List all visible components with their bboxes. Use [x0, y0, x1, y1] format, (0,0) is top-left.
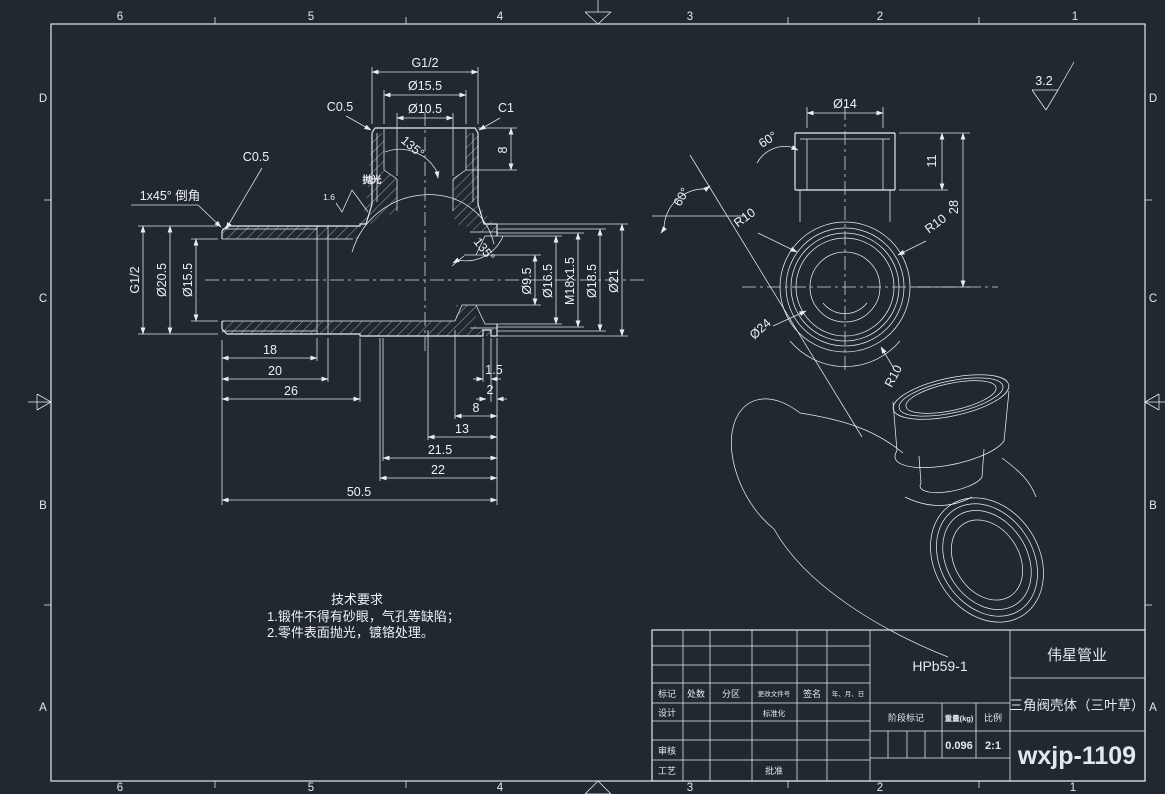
tech-req-title: 技术要求	[331, 592, 383, 607]
tb-material: HPb59-1	[912, 658, 967, 674]
tb-approve: 批准	[765, 765, 783, 776]
isometric-view	[731, 374, 1044, 658]
dim-g12-top: G1/2	[411, 56, 438, 70]
dim-2: 2	[487, 383, 494, 397]
tb-mark: 标记	[658, 688, 676, 699]
dim-m18: M18x1.5	[563, 257, 577, 305]
zone-top-4: 4	[497, 11, 504, 23]
dim-21_5: 21.5	[428, 443, 452, 457]
dim-c05-top: C0.5	[327, 100, 353, 114]
tech-requirements: 技术要求 1.锻件不得有砂眼，气孔等缺陷； 2.零件表面抛光，镀铬处理。	[267, 592, 460, 640]
dim-18: 18	[263, 343, 277, 357]
tb-stage-label: 阶段标记	[888, 712, 924, 723]
tb-drawing-no: wxjp-1109	[1017, 742, 1136, 770]
zone-left-b: B	[39, 500, 47, 512]
tb-check: 审核	[658, 745, 676, 756]
tb-design: 设计	[658, 707, 676, 718]
tb-part-name: 三角阀壳体（三叶草）	[1010, 698, 1145, 713]
dim-d20_5: Ø20.5	[155, 263, 169, 297]
zone-bottom-1: 1	[1070, 782, 1076, 794]
dim-d10_5-top: Ø10.5	[408, 102, 442, 116]
roughness-1_6-symbol: 1.6 抛光	[323, 174, 382, 213]
tb-process: 工艺	[658, 766, 676, 776]
dim-d9_5: Ø9.5	[520, 267, 534, 294]
dim-11: 11	[925, 154, 939, 167]
zone-left-d: D	[39, 93, 47, 105]
zone-left-c: C	[39, 293, 47, 305]
zone-right-a: A	[1149, 702, 1157, 714]
center-mark-left	[28, 393, 52, 411]
dim-8: 8	[473, 401, 480, 415]
tb-scale-label: 比例	[984, 712, 1002, 723]
center-mark-top	[584, 0, 612, 25]
zone-bottom-2: 2	[877, 782, 883, 794]
dim-r10-right: R10	[922, 211, 949, 236]
zone-top-3: 3	[687, 11, 693, 23]
center-mark-bottom	[584, 780, 612, 794]
zone-bottom-3: 3	[687, 782, 693, 794]
dim-20: 20	[268, 364, 282, 378]
drawing-frame: 6 5 4 3 2 1 6 5 4 3 2 1 D C B A D C B A	[28, 0, 1165, 794]
tech-req-line2: 2.零件表面抛光，镀铬处理。	[267, 625, 434, 640]
zone-bottom-6: 6	[117, 782, 123, 794]
tb-weight-label: 重量(kg)	[945, 713, 974, 723]
dim-chamfer-note: 1x45° 倒角	[140, 189, 201, 203]
dim-c1: C1	[498, 101, 514, 115]
dim-1_5: 1.5	[485, 363, 502, 377]
tb-change-no: 更改文件号	[758, 689, 791, 698]
dim-28: 28	[947, 200, 961, 214]
zone-right-b: B	[1149, 500, 1157, 512]
center-mark-right	[1144, 393, 1165, 411]
zone-top-5: 5	[308, 11, 314, 23]
zone-top-2: 2	[877, 11, 883, 23]
tb-standardize: 标准化	[763, 708, 786, 718]
zone-right-d: D	[1149, 93, 1157, 105]
right-front-view: Ø14 60° 60° R10 R10 11 28 Ø24 R10	[652, 97, 998, 438]
tech-req-line1: 1.锻件不得有砂眼，气孔等缺陷；	[267, 609, 460, 625]
left-section-view: 1.6 抛光 G1/2 Ø15.5 Ø10.5 C0.5 C1 8 135° 1…	[128, 56, 645, 505]
dim-r10-iso: R10	[882, 363, 905, 390]
polish-note: 抛光	[362, 174, 382, 186]
dim-60-left: 60°	[671, 185, 693, 208]
tb-zone: 分区	[722, 689, 740, 699]
dim-26: 26	[284, 384, 298, 398]
dim-c05-left: C0.5	[243, 150, 269, 164]
section-hatching	[222, 133, 497, 336]
tb-sign: 签名	[803, 688, 821, 699]
tb-count: 处数	[687, 688, 705, 699]
dim-13: 13	[455, 422, 469, 436]
dim-22: 22	[431, 463, 445, 477]
tb-scale-value: 2:1	[985, 740, 1001, 752]
dim-d14: Ø14	[833, 97, 857, 111]
zone-right-c: C	[1149, 293, 1157, 305]
zone-top-1: 1	[1072, 11, 1078, 23]
tb-date: 年、月、日	[832, 689, 865, 698]
dim-depth8: 8	[496, 146, 510, 153]
dim-50_5: 50.5	[347, 485, 371, 499]
zone-top-6: 6	[117, 11, 123, 23]
dim-d15_5-top: Ø15.5	[408, 79, 442, 93]
roughness-1_6-value: 1.6	[323, 192, 335, 202]
dim-r10-left: R10	[731, 205, 758, 230]
tb-company: 伟星管业	[1047, 647, 1107, 664]
zone-bottom-4: 4	[497, 782, 504, 794]
dim-d18_5: Ø18.5	[585, 264, 599, 298]
dim-d16_5: Ø16.5	[541, 264, 555, 298]
tb-weight-value: 0.096	[945, 740, 973, 752]
dim-d21: Ø21	[607, 269, 621, 293]
title-block: 标记 处数 分区 更改文件号 签名 年、月、日 设计 标准化 审核 工艺 批准 …	[651, 629, 1146, 782]
zone-bottom-5: 5	[308, 782, 314, 794]
dim-d24: Ø24	[747, 316, 774, 342]
dim-g12-left: G1/2	[128, 266, 142, 293]
dim-d15_5-left: Ø15.5	[181, 263, 195, 297]
surface-finish-value: 3.2	[1035, 74, 1052, 88]
zone-left-a: A	[39, 702, 47, 714]
surface-finish-symbol: 3.2	[1031, 61, 1075, 111]
